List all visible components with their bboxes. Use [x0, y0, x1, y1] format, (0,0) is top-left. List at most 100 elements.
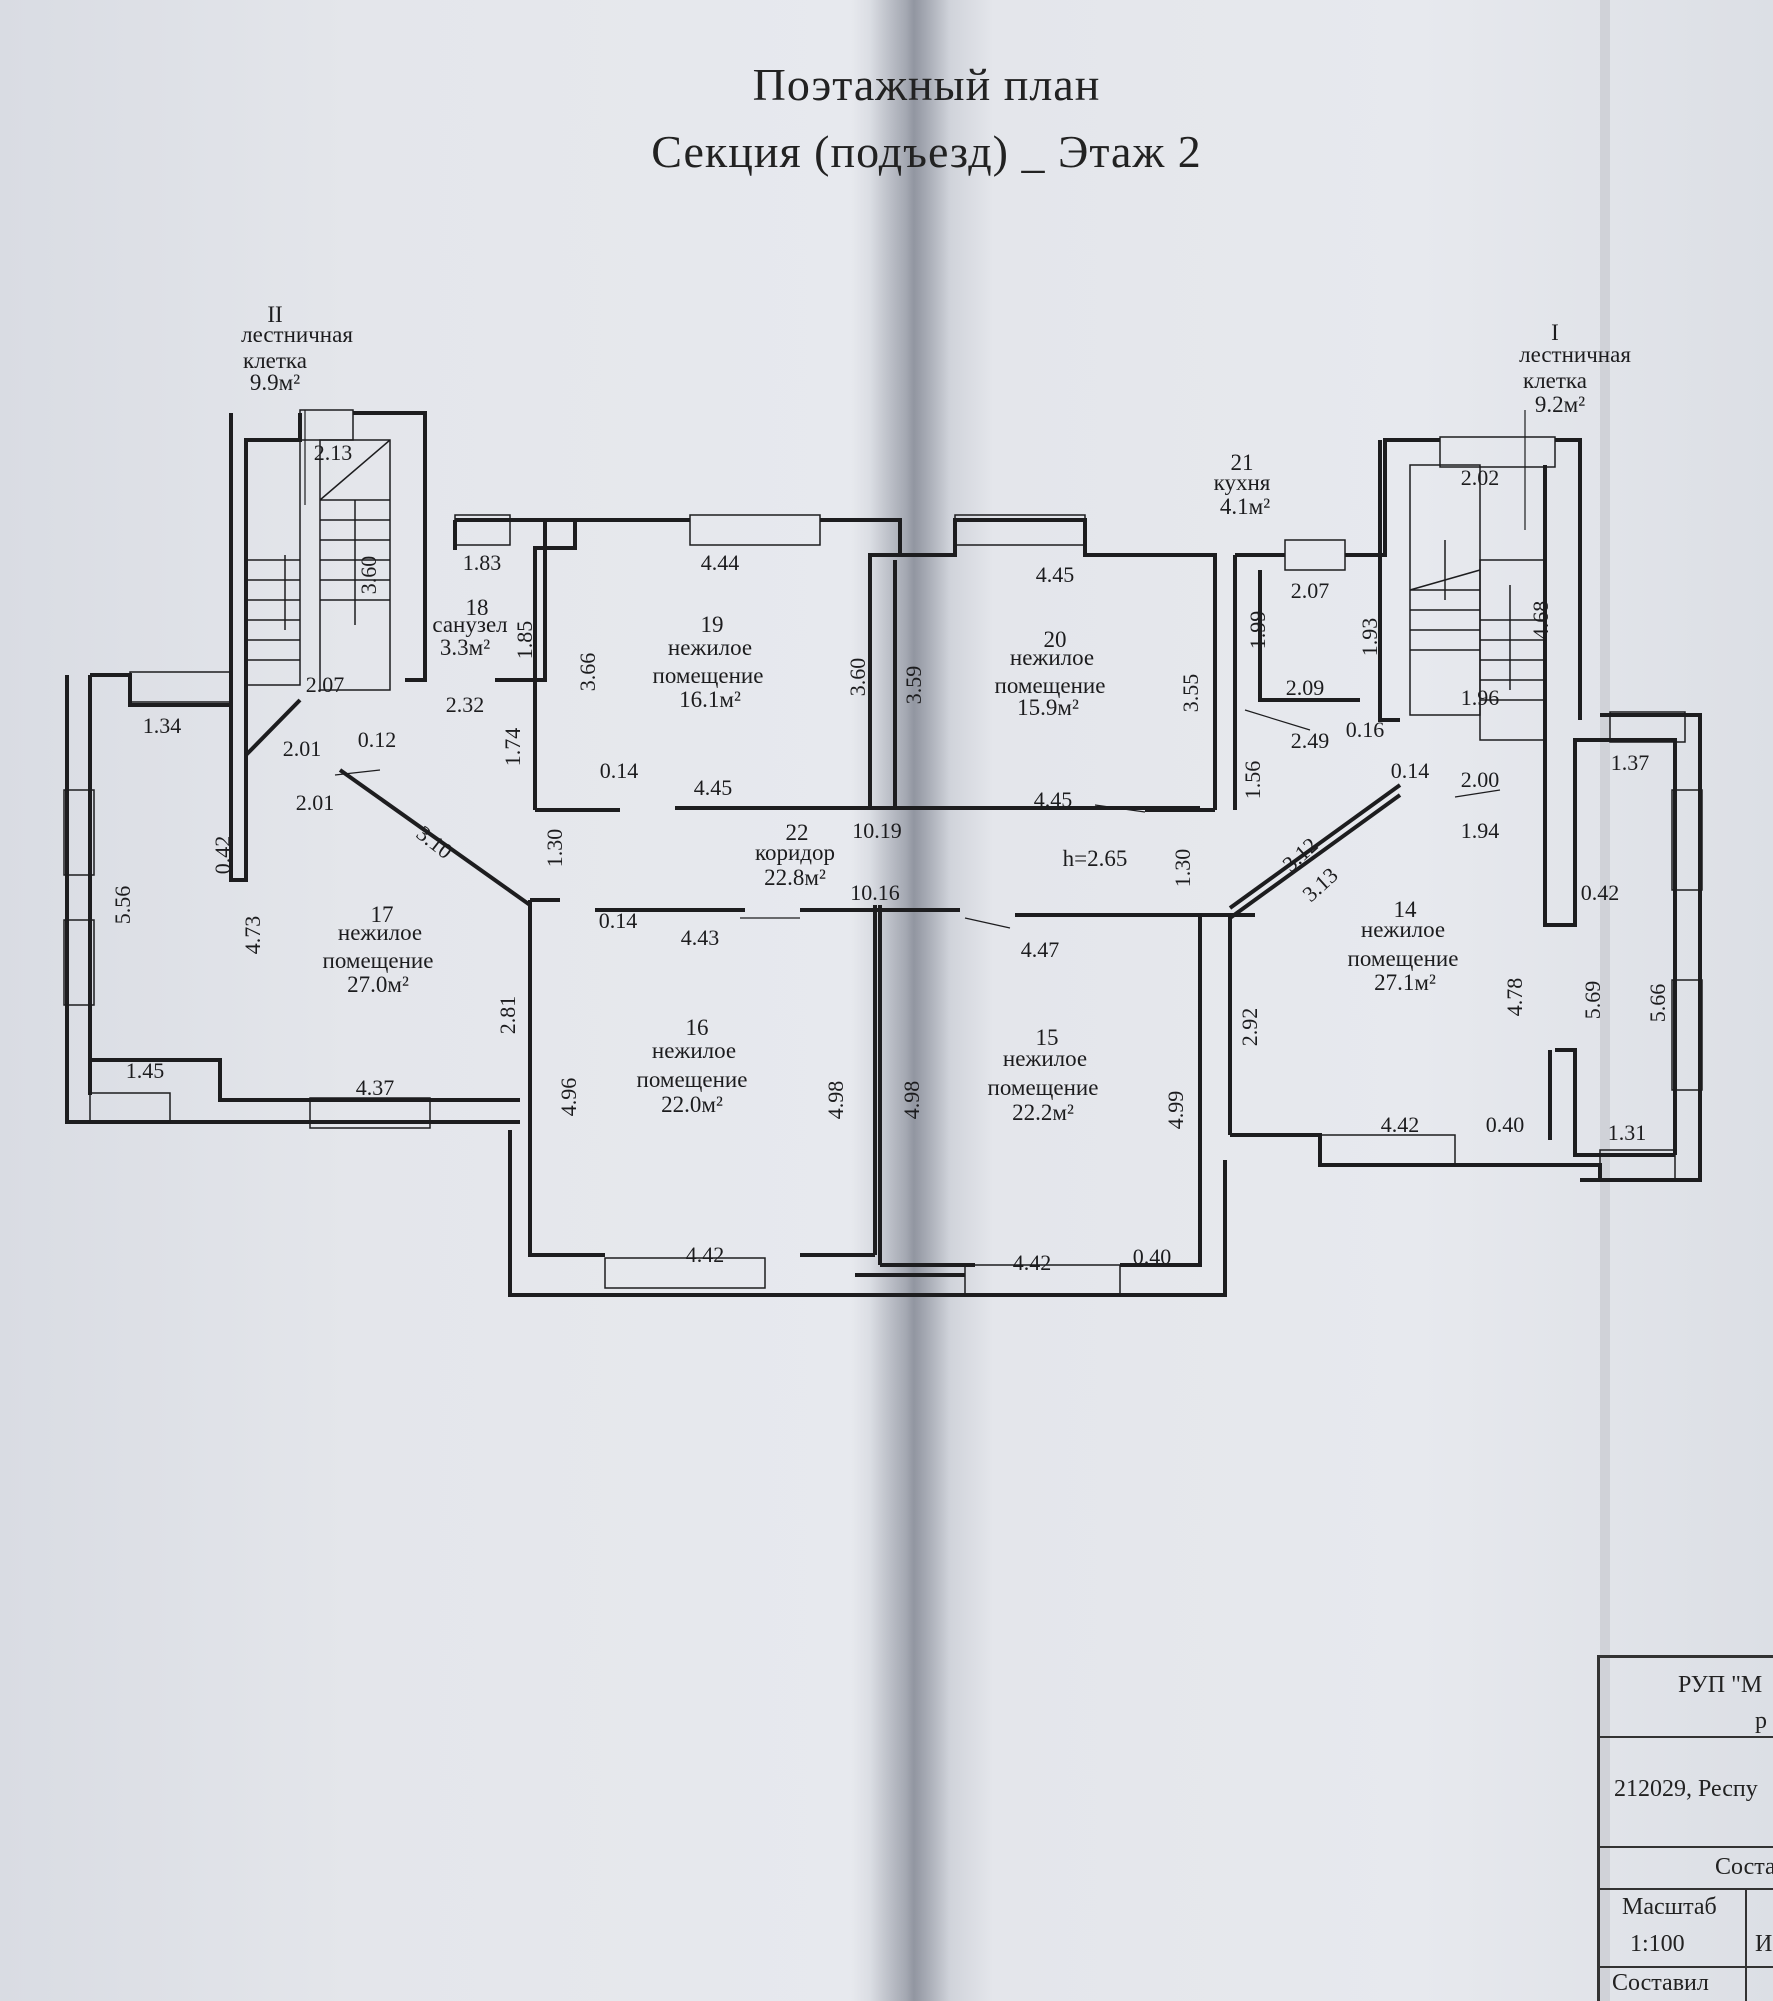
dim-label: 1.37 — [1611, 750, 1650, 775]
stamp-compiled-header: Соста — [1715, 1854, 1773, 1880]
stamp-address: 212029, Респу — [1614, 1776, 1758, 1802]
dim-label: 4.42 — [686, 1242, 725, 1267]
dim-label: 0.14 — [600, 758, 639, 783]
dim-label: 0.42 — [210, 836, 235, 875]
title-block: РУП "М р 212029, Респу Соста Масштаб 1:1… — [1597, 1655, 1773, 2001]
dim-label: 2.49 — [1291, 728, 1330, 753]
r14-area: 27.1м² — [1374, 970, 1436, 995]
stair2-name2: клетка — [243, 348, 307, 373]
dim-label: 2.02 — [1461, 465, 1500, 490]
leader-lines — [304, 410, 1526, 929]
r19-num: 19 — [701, 612, 724, 637]
dim-label: 4.42 — [1381, 1112, 1420, 1137]
dim-label: 3.60 — [845, 658, 870, 697]
r18-name: санузел — [432, 612, 507, 637]
dim-label: 5.56 — [110, 886, 135, 925]
r17-area: 27.0м² — [347, 972, 409, 997]
dim-label: 1.30 — [1170, 849, 1195, 888]
dim-label: 2.01 — [283, 736, 322, 761]
r16-name1: нежилое — [652, 1038, 736, 1063]
r14-name1: нежилое — [1361, 917, 1445, 942]
dim-label: 4.45 — [694, 775, 733, 800]
r21-area: 4.1м² — [1220, 494, 1270, 519]
stair2-name1: лестничная — [241, 322, 353, 347]
r17-name1: нежилое — [338, 920, 422, 945]
dim-label: 0.14 — [1391, 758, 1430, 783]
dim-label: 2.09 — [1286, 675, 1325, 700]
dim-label: 1.94 — [1461, 818, 1500, 843]
stamp-org2: р — [1755, 1708, 1767, 1734]
r15-area: 22.2м² — [1012, 1100, 1074, 1125]
dim-label: 3.59 — [901, 666, 926, 705]
stair1-name2: клетка — [1523, 368, 1587, 393]
dim-label: 2.92 — [1237, 1008, 1262, 1047]
r20-name1: нежилое — [1010, 645, 1094, 670]
dim-label: 2.07 — [306, 672, 345, 697]
plan-subtitle: Секция (подъезд) _ Этаж 2 — [651, 126, 1202, 177]
dim-label: 1.85 — [512, 621, 537, 660]
dim-label: 4.68 — [1528, 601, 1553, 640]
r16-name2: помещение — [637, 1067, 748, 1092]
dim-label: 4.44 — [701, 550, 740, 575]
dim-label: 4.96 — [556, 1078, 581, 1117]
dim-label: 1.99 — [1245, 611, 1270, 650]
stamp-compiled: Составил — [1612, 1970, 1709, 1996]
dim-label: 0.40 — [1133, 1244, 1172, 1269]
windows — [63, 409, 1703, 1296]
dim-label: 5.66 — [1645, 984, 1670, 1023]
stairs-right — [1409, 464, 1546, 741]
dim-label: 4.78 — [1502, 978, 1527, 1017]
dim-label: 4.47 — [1021, 937, 1060, 962]
dim-label: 1.74 — [500, 728, 525, 767]
room-labels: II лестничная клетка 9.9м² I лестничная … — [241, 302, 1631, 1125]
paper-fold-center — [870, 0, 950, 2001]
dim-label: 1.83 — [463, 550, 502, 575]
stamp-scale-label: Масштаб — [1622, 1894, 1717, 1920]
dim-label: 2.00 — [1461, 767, 1500, 792]
r14-name2: помещение — [1348, 946, 1459, 971]
dim-label: 2.07 — [1291, 578, 1330, 603]
r16-num: 16 — [686, 1015, 709, 1040]
dim-label: 0.12 — [358, 727, 397, 752]
r21-num: 21 — [1231, 450, 1254, 475]
r19-area: 16.1м² — [679, 687, 741, 712]
r15-num: 15 — [1036, 1025, 1059, 1050]
r17-name2: помещение — [323, 948, 434, 973]
dim-label: 3.13 — [1297, 862, 1342, 906]
dim-label: 0.14 — [599, 908, 638, 933]
r18-num: 18 — [466, 595, 489, 620]
r19-name1: нежилое — [668, 635, 752, 660]
dimension-labels-vertical: 3.60 1.85 3.66 3.60 3.59 3.55 1.99 1.93 … — [110, 556, 1670, 1130]
dim-label: 5.69 — [1580, 981, 1605, 1020]
dim-label: 4.98 — [899, 1081, 924, 1120]
dim-label: 4.37 — [356, 1075, 395, 1100]
stair1-area: 9.2м² — [1535, 392, 1585, 417]
room-height: h=2.65 — [1063, 846, 1128, 871]
stair1-name1: лестничная — [1519, 342, 1631, 367]
r22-name: коридор — [755, 840, 835, 865]
dim-label: 3.55 — [1178, 674, 1203, 713]
dim-label: 4.43 — [681, 925, 720, 950]
stamp-col2: И — [1755, 1931, 1773, 1957]
dim-label: 1.93 — [1357, 618, 1382, 657]
stair2-num: II — [267, 302, 282, 327]
dim-label: 4.73 — [240, 916, 265, 955]
r20-area: 15.9м² — [1017, 695, 1079, 720]
dim-label: 2.32 — [446, 692, 485, 717]
dim-label: 10.16 — [850, 880, 900, 905]
dimension-labels: 2.13 1.83 4.44 4.45 2.02 2.07 2.07 2.32 … — [126, 440, 1650, 1275]
r22-area: 22.8м² — [764, 865, 826, 890]
dim-label: 0.42 — [1581, 880, 1620, 905]
plan-title: Поэтажный план — [752, 59, 1101, 110]
dim-label: 2.13 — [314, 440, 353, 465]
dim-label: 3.60 — [356, 556, 381, 595]
r21-name: кухня — [1214, 470, 1271, 495]
stamp-org: РУП "М — [1678, 1672, 1763, 1698]
stair2-area: 9.9м² — [250, 370, 300, 395]
r15-name2: помещение — [988, 1075, 1099, 1100]
r15-name1: нежилое — [1003, 1046, 1087, 1071]
dim-label: 1.45 — [126, 1058, 165, 1083]
dim-label: 2.01 — [296, 790, 335, 815]
